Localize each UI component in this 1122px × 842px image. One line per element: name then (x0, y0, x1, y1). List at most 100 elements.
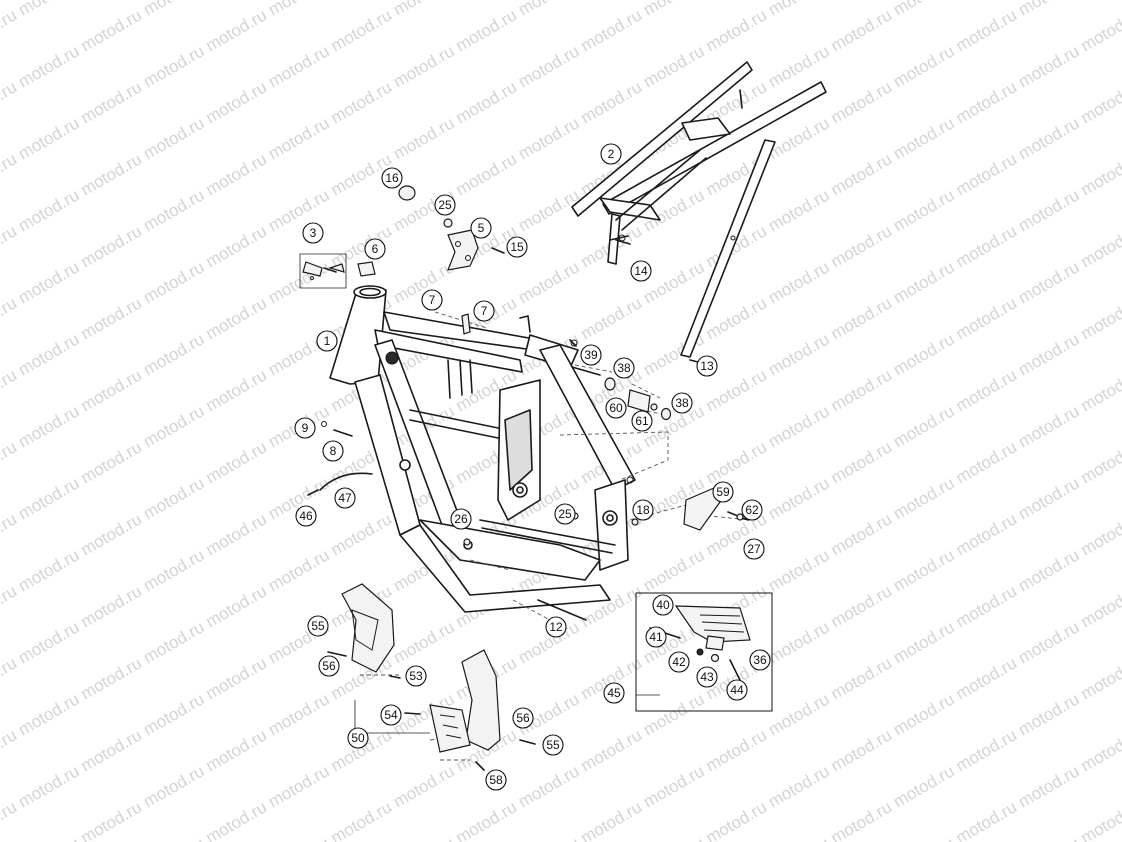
callout-60-label: 60 (609, 401, 623, 415)
callout-50: 50 (347, 727, 369, 749)
watermark-text: motod.ru (265, 257, 333, 307)
watermark-text: motod.ru (328, 509, 396, 559)
footpeg-assembly (635, 592, 773, 712)
watermark-text: motod.ru (78, 293, 146, 343)
callout-6-label: 6 (372, 242, 379, 256)
callout-62: 62 (741, 499, 763, 521)
watermark-text: motod.ru (140, 257, 208, 307)
watermark-text: motod.ru (15, 473, 83, 523)
watermark-text: motod.ru (828, 221, 896, 271)
watermark-text: motod.ru (640, 0, 708, 19)
watermark-text: motod.ru (15, 689, 83, 739)
watermark-text: motod.ru (828, 5, 896, 55)
watermark-text: motod.ru (15, 113, 83, 163)
callout-26: 26 (450, 508, 472, 530)
callout-9: 9 (294, 417, 316, 439)
watermark-text: motod.ru (78, 77, 146, 127)
watermark-text: motod.ru (765, 185, 833, 235)
watermark-text: motod.ru (15, 617, 83, 667)
watermark-text: motod.ru (828, 293, 896, 343)
callout-5: 5 (470, 217, 492, 239)
watermark-text: motod.ru (703, 725, 771, 775)
callout-1-label: 1 (324, 334, 331, 348)
callout-1: 1 (316, 330, 338, 352)
watermark-text: motod.ru (1078, 149, 1122, 199)
callout-36-label: 36 (753, 653, 767, 667)
watermark-text: motod.ru (15, 41, 83, 91)
watermark-text: motod.ru (78, 725, 146, 775)
watermark-text: motod.ru (578, 293, 646, 343)
watermark-text: motod.ru (78, 149, 146, 199)
watermark-text: motod.ru (1078, 365, 1122, 415)
watermark-text: motod.ru (765, 473, 833, 523)
watermark-text: motod.ru (265, 113, 333, 163)
watermark-text: motod.ru (953, 221, 1021, 271)
watermark-text: motod.ru (640, 545, 708, 595)
callout-13: 13 (696, 355, 718, 377)
callout-42-label: 42 (672, 655, 686, 669)
watermark-text: motod.ru (140, 833, 208, 842)
watermark-text: motod.ru (453, 77, 521, 127)
callout-46: 46 (295, 505, 317, 527)
watermark-text: motod.ru (1015, 761, 1083, 811)
watermark-text: motod.ru (140, 761, 208, 811)
watermark-text: motod.ru (203, 365, 271, 415)
callout-25-label: 25 (438, 198, 452, 212)
watermark-text: motod.ru (1078, 725, 1122, 775)
watermark-text: motod.ru (765, 617, 833, 667)
watermark-text: motod.ru (953, 581, 1021, 631)
watermark-text: motod.ru (953, 725, 1021, 775)
watermark-text: motod.ru (703, 5, 771, 55)
watermark-text: motod.ru (328, 5, 396, 55)
watermark-text: motod.ru (953, 293, 1021, 343)
watermark-text: motod.ru (828, 725, 896, 775)
callout-54-label: 54 (384, 708, 398, 722)
watermark-text: motod.ru (1078, 437, 1122, 487)
watermark-text: motod.ru (15, 257, 83, 307)
watermark-text: motod.ru (890, 41, 958, 91)
callout-25b: 25 (554, 503, 576, 525)
watermark-text: motod.ru (765, 761, 833, 811)
watermark-text: motod.ru (203, 797, 271, 842)
watermark-text: motod.ru (1015, 41, 1083, 91)
watermark-text: motod.ru (578, 5, 646, 55)
watermark-text: motod.ru (15, 401, 83, 451)
callout-27-label: 27 (747, 542, 761, 556)
watermark-text: motod.ru (140, 689, 208, 739)
watermark-text: motod.ru (765, 833, 833, 842)
callout-38-label: 38 (617, 361, 631, 375)
callout-18-label: 18 (636, 503, 650, 517)
watermark-text: motod.ru (515, 761, 583, 811)
callout-44-label: 44 (730, 683, 744, 697)
watermark-text: motod.ru (265, 185, 333, 235)
callout-9-label: 9 (302, 421, 309, 435)
watermark-text: motod.ru (1078, 77, 1122, 127)
watermark-text: motod.ru (0, 293, 20, 343)
watermark-text: motod.ru (328, 797, 396, 842)
watermark-text: motod.ru (0, 437, 20, 487)
watermark-text: motod.ru (390, 113, 458, 163)
callout-12-label: 12 (549, 620, 563, 634)
watermark-text: motod.ru (78, 221, 146, 271)
watermark-text: motod.ru (953, 653, 1021, 703)
callout-55-label: 55 (311, 619, 325, 633)
watermark-text: motod.ru (0, 5, 20, 55)
watermark-text: motod.ru (140, 113, 208, 163)
watermark-text: motod.ru (953, 797, 1021, 842)
watermark-text: motod.ru (1015, 185, 1083, 235)
watermark-text: motod.ru (890, 617, 958, 667)
watermark-text: motod.ru (578, 77, 646, 127)
watermark-text: motod.ru (1078, 221, 1122, 271)
watermark-text: motod.ru (640, 833, 708, 842)
callout-3: 3 (302, 222, 324, 244)
callout-15-label: 15 (510, 240, 524, 254)
watermark-text: motod.ru (1015, 617, 1083, 667)
watermark-text: motod.ru (140, 473, 208, 523)
watermark-text: motod.ru (890, 401, 958, 451)
callout-38b-label: 38 (675, 396, 689, 410)
callout-14: 14 (630, 260, 652, 282)
watermark-text: motod.ru (140, 545, 208, 595)
watermark-text: motod.ru (78, 797, 146, 842)
callout-53: 53 (405, 665, 427, 687)
watermark-text: motod.ru (0, 653, 20, 703)
